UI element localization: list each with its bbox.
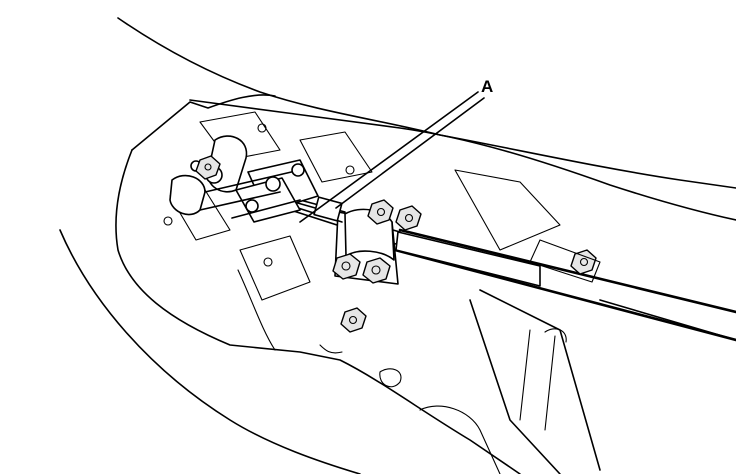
bolt [367,199,394,225]
bolt [362,257,391,284]
bolt [195,155,221,180]
bolt [340,307,367,333]
callout-a: A [299,77,493,223]
bolt [395,205,422,231]
callout-a-leader [335,97,485,209]
floor-panel-outline [59,17,736,474]
callout-a-leader [299,91,479,223]
bolt [332,253,361,280]
cross-member [419,289,736,474]
equalizer-linkage [169,135,319,223]
callout-a-label: A [481,77,493,96]
bolt [570,249,597,275]
bolts [195,155,601,343]
